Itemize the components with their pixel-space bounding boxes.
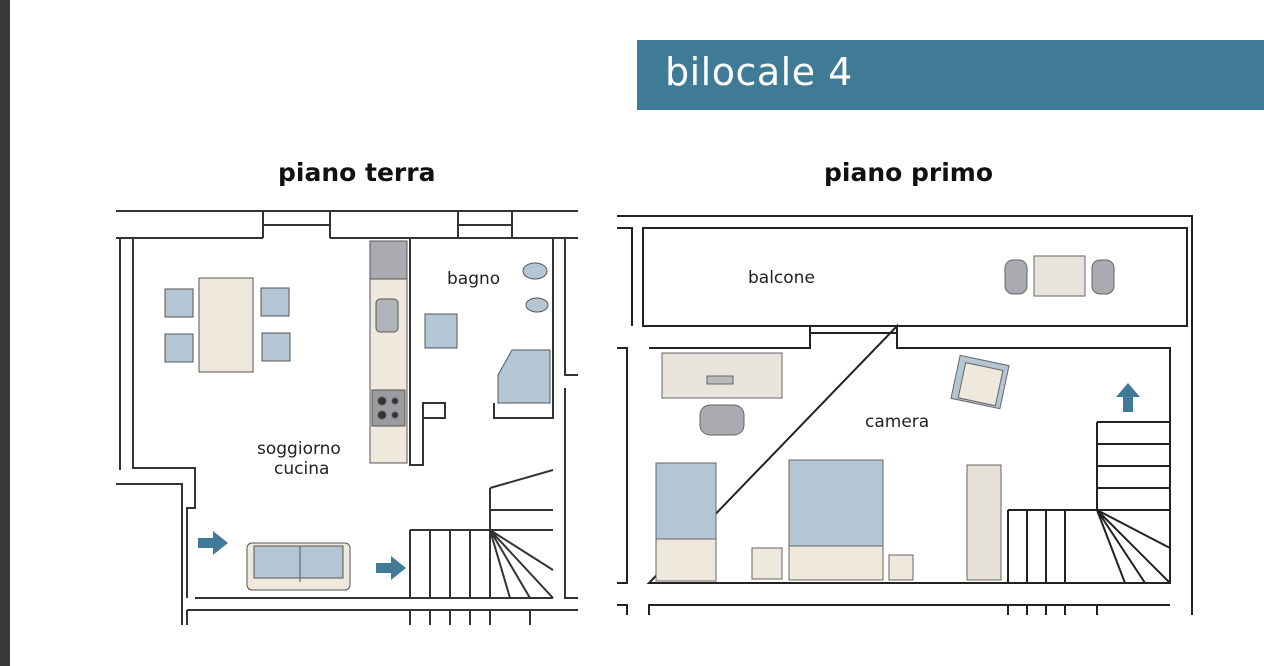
nightstand [888, 554, 914, 581]
first-floor-furniture [655, 255, 1115, 582]
ground-floor-plan [116, 210, 578, 625]
floor-title-ground: piano terra [278, 158, 436, 187]
desk-chair [699, 404, 745, 436]
ground-floor-furniture [164, 240, 551, 591]
dining-table [198, 277, 254, 373]
chair [260, 287, 290, 317]
floor-title-first: piano primo [824, 158, 994, 187]
entry-arrows [198, 531, 406, 580]
title-banner: bilocale 4 [637, 40, 1264, 110]
bidet [525, 297, 549, 313]
stove [371, 389, 406, 427]
chair [164, 333, 194, 363]
washbasin [424, 313, 458, 349]
chair [164, 288, 194, 318]
chair [1004, 259, 1028, 295]
chair [261, 332, 291, 362]
arrow-up-icon [1116, 383, 1140, 412]
apartment-title: bilocale 4 [665, 50, 853, 94]
sink [375, 298, 399, 333]
room-label-balcone: balcone [748, 268, 815, 288]
toilet [522, 262, 548, 280]
wardrobe [966, 464, 1002, 581]
room-label-camera: camera [865, 412, 929, 432]
balcony-table [1033, 255, 1086, 297]
room-label-bagno: bagno [447, 269, 500, 289]
shower [497, 349, 551, 404]
left-edge-strip [0, 0, 10, 666]
arrow-right-icon [376, 556, 406, 580]
arrow-right-icon [198, 531, 228, 555]
fridge [369, 240, 408, 280]
chair [1091, 259, 1115, 295]
first-floor-plan [617, 215, 1193, 615]
room-label-soggiorno: soggiorno [257, 439, 341, 459]
nightstand [751, 547, 783, 580]
room-label-cucina: cucina [274, 459, 329, 479]
